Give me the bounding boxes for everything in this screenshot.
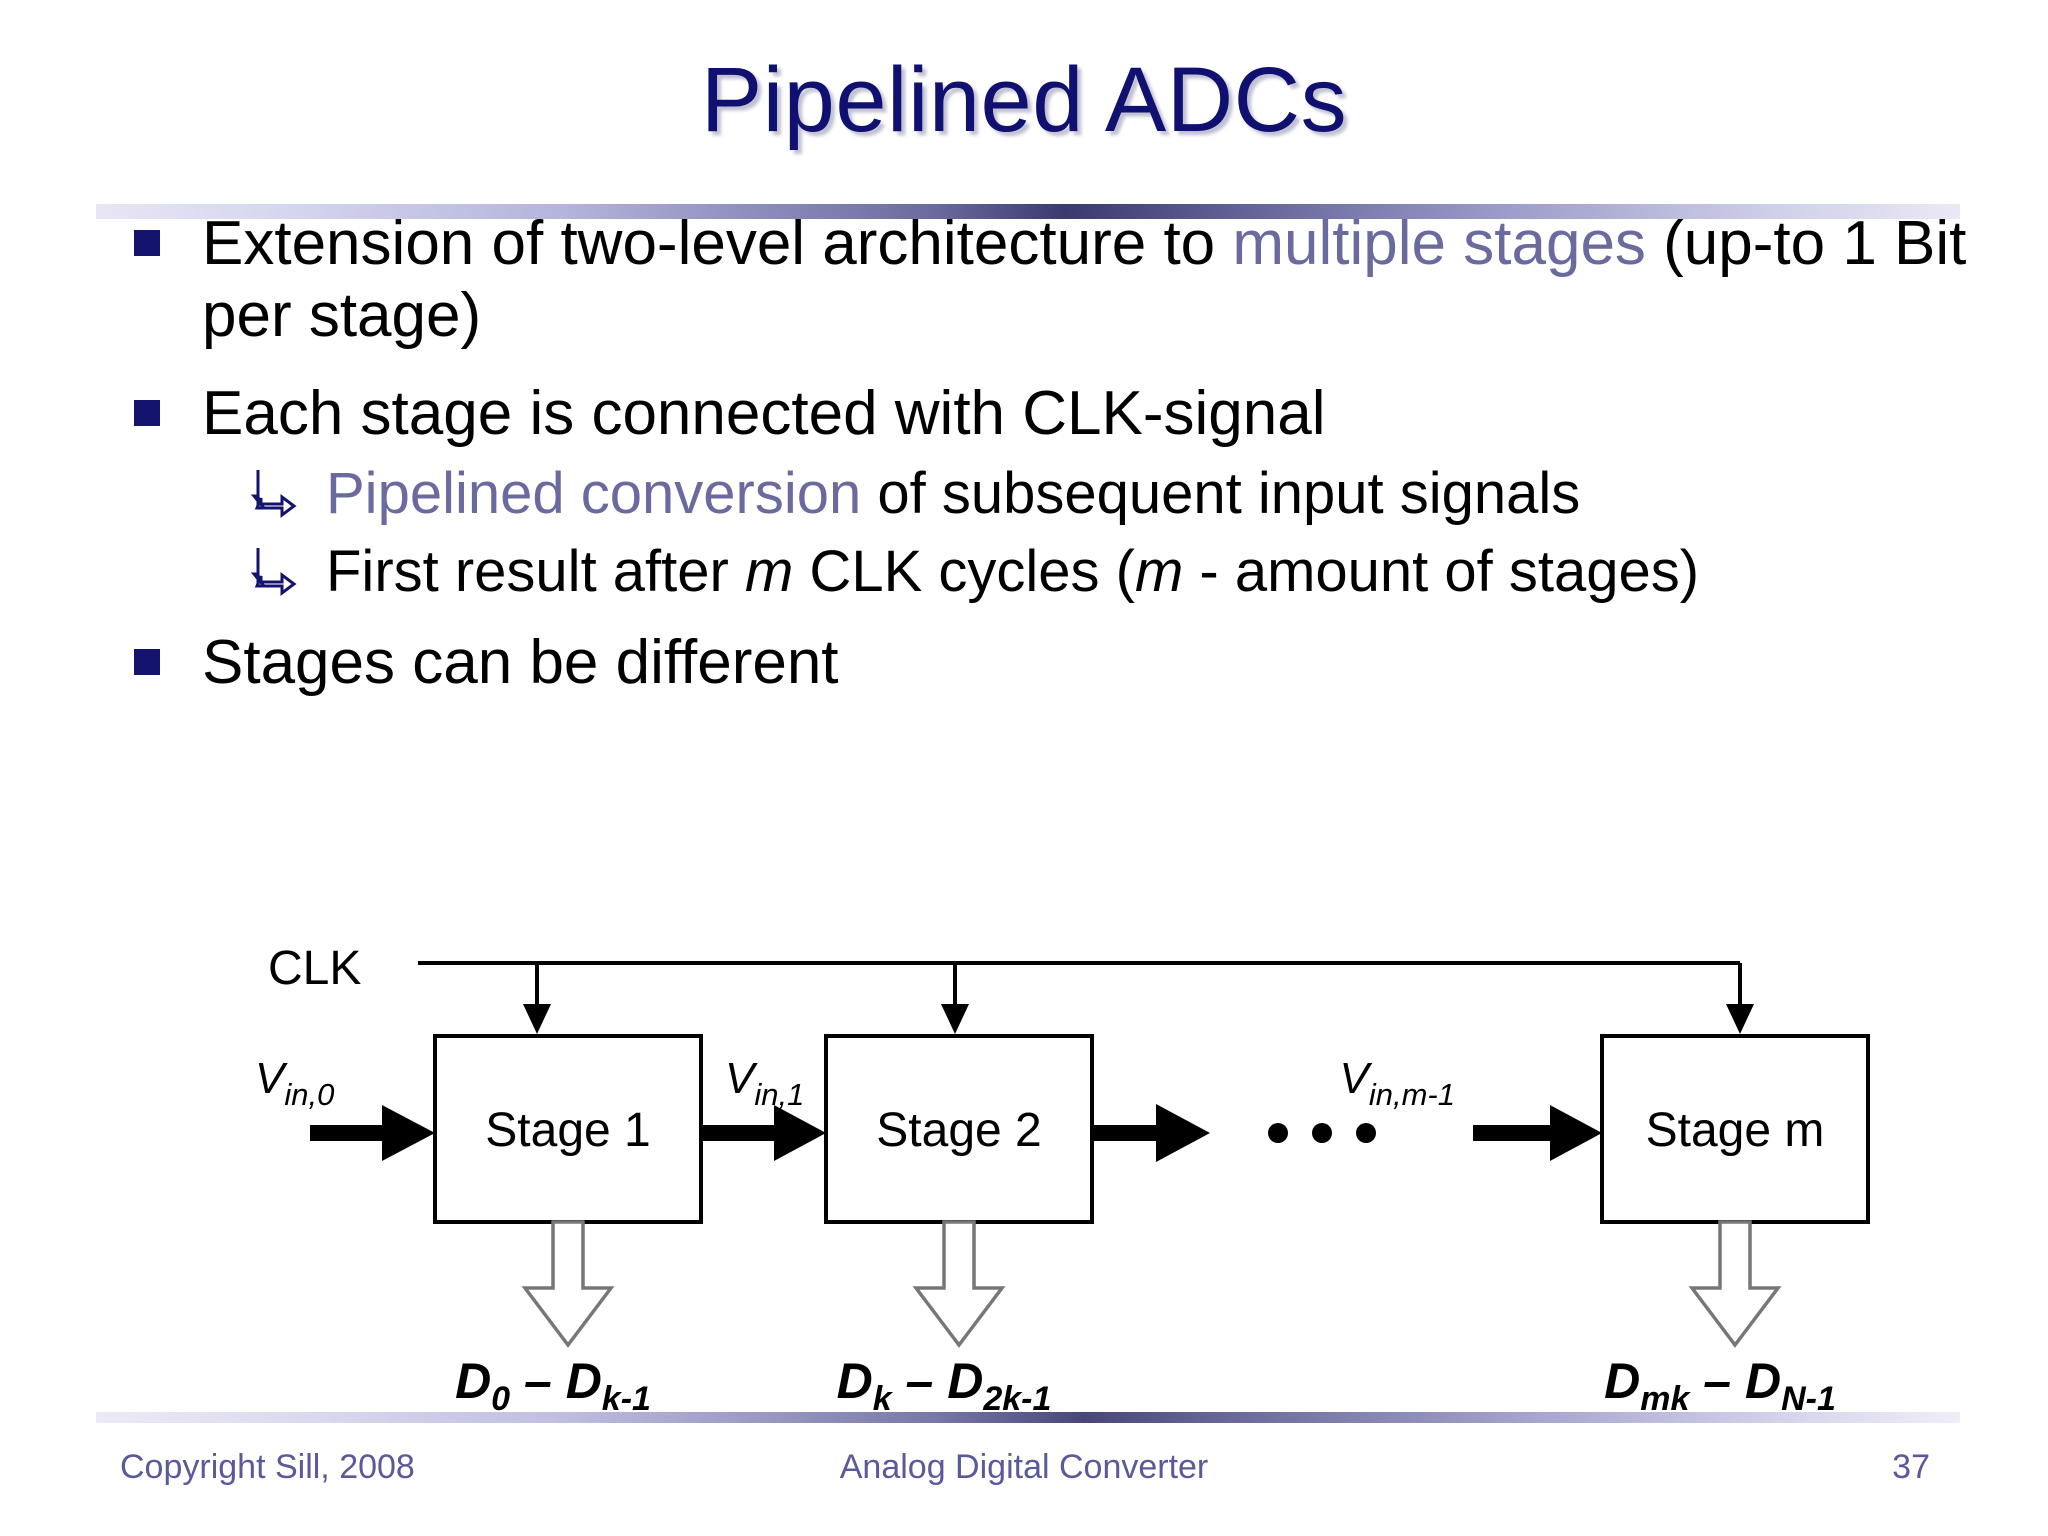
hooked-arrow-bullet-icon bbox=[248, 542, 306, 604]
bullet-1-accent-text: multiple stages bbox=[1232, 209, 1646, 278]
sub-bullet-2-var-m2: m bbox=[1134, 538, 1184, 604]
clk-arrowhead-stage-2 bbox=[941, 1004, 969, 1034]
square-bullet-icon bbox=[134, 399, 160, 426]
digital-output-label-m: Dmk – DN-1 bbox=[1604, 1353, 1836, 1418]
digital-output-label-1: D0 – Dk-1 bbox=[455, 1353, 651, 1418]
sub-bullet-item-2: First result after m CLK cycles (m - amo… bbox=[248, 538, 2026, 606]
bullet-3-text: Stages can be different bbox=[202, 628, 839, 698]
sub-bullet-item-1: Pipelined conversion of subsequent input… bbox=[248, 460, 2026, 528]
digital-output-arrow-1 bbox=[521, 1220, 615, 1348]
page-title: Pipelined ADCs bbox=[700, 49, 1348, 151]
ellipsis-dot-3 bbox=[1356, 1123, 1376, 1143]
vin-label-1: Vin,1 bbox=[725, 1054, 804, 1112]
stage-box-2 bbox=[824, 1034, 1094, 1224]
divider-top bbox=[96, 204, 1960, 219]
clk-label: CLK bbox=[268, 942, 361, 995]
clk-arrowhead-stage-m bbox=[1726, 1004, 1754, 1034]
signal-arrow-in-m-head bbox=[1550, 1105, 1602, 1161]
ellipsis-dot-2 bbox=[1312, 1123, 1332, 1143]
footer-page-number: 37 bbox=[1892, 1448, 1930, 1486]
sub-bullet-2-text-a: First result after bbox=[326, 538, 745, 604]
sub-bullet-1-text: of subsequent input signals bbox=[861, 460, 1581, 526]
digital-output-arrow-2 bbox=[912, 1220, 1006, 1348]
sub-bullet-2-text-c: - amount of stages) bbox=[1183, 538, 1700, 604]
sub-bullet-2-var-m1: m bbox=[744, 538, 794, 604]
bullet-item-3: Stages can be different bbox=[118, 627, 2032, 699]
stage-1-label: Stage 1 bbox=[485, 1104, 650, 1157]
bullet-1-text-part2: (up-to 1 Bit per stage) bbox=[202, 209, 1967, 350]
signal-arrow-1-2-head bbox=[774, 1105, 826, 1161]
sub-bullet-2-text-b: CLK cycles ( bbox=[793, 538, 1135, 604]
digital-output-arrow-m bbox=[1688, 1220, 1782, 1348]
square-bullet-icon bbox=[134, 649, 160, 676]
bullet-item-2: Each stage is connected with CLK-signal bbox=[118, 378, 2032, 450]
stage-box-m bbox=[1600, 1034, 1870, 1224]
vin-label-m: Vin,m-1 bbox=[1340, 1054, 1456, 1112]
slide-footer: Copyright Sill, 2008 Analog Digital Conv… bbox=[0, 1448, 2048, 1508]
divider-bottom bbox=[96, 1412, 1960, 1423]
stage-box-1 bbox=[433, 1034, 703, 1224]
stage-m-label: Stage m bbox=[1646, 1104, 1825, 1157]
footer-copyright: Copyright Sill, 2008 bbox=[120, 1448, 415, 1486]
bullet-2-text: Each stage is connected with CLK-signal bbox=[202, 378, 1326, 448]
stage-2-label: Stage 2 bbox=[876, 1104, 1041, 1157]
signal-arrow-in-1-head bbox=[382, 1105, 435, 1161]
ellipsis-dot-1 bbox=[1268, 1123, 1288, 1143]
bullet-1-text-part1: Extension of two-level architecture to bbox=[202, 209, 1233, 278]
clk-arrowhead-stage-1 bbox=[523, 1004, 551, 1034]
bullet-item-1: Extension of two-level architecture to m… bbox=[118, 208, 2032, 352]
hooked-arrow-bullet-icon bbox=[248, 464, 306, 526]
square-bullet-icon bbox=[134, 230, 160, 256]
signal-arrow-2-dots-head bbox=[1156, 1104, 1210, 1162]
vin-label-0: Vin,0 bbox=[255, 1054, 334, 1112]
digital-output-label-2: Dk – D2k-1 bbox=[837, 1353, 1052, 1418]
footer-center-title: Analog Digital Converter bbox=[839, 1448, 1209, 1486]
sub-bullet-1-accent-text: Pipelined conversion bbox=[326, 460, 862, 526]
content-body: Extension of two-level architecture to m… bbox=[0, 208, 2048, 699]
